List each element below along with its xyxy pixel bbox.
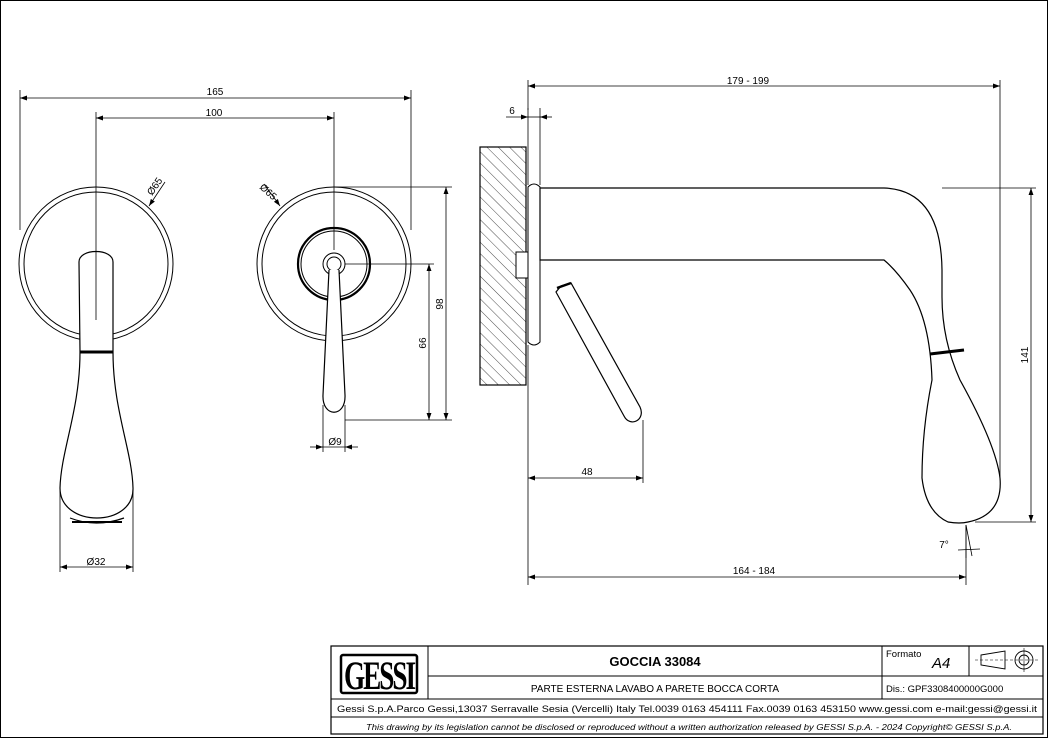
product-description: PARTE ESTERNA LAVABO A PARETE BOCCA CORT… (531, 684, 780, 695)
dim-165-text: 165 (207, 87, 224, 98)
spout-body (59, 250, 134, 519)
format-label: Formato (886, 649, 921, 660)
dim-d32-text: Ø32 (87, 557, 106, 568)
lever-handle (322, 269, 346, 413)
dimension-lines (19, 80, 1036, 585)
dim-98-text: 98 (435, 298, 446, 310)
side-lever (555, 282, 642, 423)
dim-d65-left-leader (148, 181, 166, 207)
first-angle-projection-icon (975, 648, 1040, 672)
lever-hub-inner (326, 256, 342, 272)
dim-100-text: 100 (206, 108, 223, 119)
gessi-logo: GESSI (339, 653, 419, 698)
dim-d65-left-text: Ø65 (145, 176, 165, 198)
format-value: A4 (931, 655, 950, 672)
side-spout (539, 187, 1001, 524)
company-address: Gessi S.p.A.Parco Gessi,13037 Serravalle… (337, 704, 1037, 715)
dim-d9-text: Ø9 (328, 437, 342, 448)
side-rosette (527, 183, 541, 346)
dim-66-text: 66 (418, 337, 429, 349)
title-block (330, 645, 1044, 735)
dim-7deg-arc (957, 548, 981, 551)
dim-141-text: 141 (1020, 346, 1031, 363)
drawing-number: Dis.: GPF3308400000G000 (886, 684, 1003, 695)
side-view (479, 146, 1001, 524)
legal-notice: This drawing by its legislation cannot b… (366, 723, 1012, 732)
side-hub (515, 251, 529, 279)
dim-6-text: 6 (509, 106, 515, 117)
dim-48-text: 48 (581, 467, 593, 478)
side-spout-joint (929, 348, 965, 356)
dim-179-199-text: 179 - 199 (727, 76, 770, 87)
dim-164-184-text: 164 - 184 (733, 566, 776, 577)
product-title: GOCCIA 33084 (609, 654, 701, 669)
logo-text: GESSI (344, 653, 416, 698)
dim-7deg-text: 7° (939, 540, 949, 551)
dim-d65-right-leader (263, 183, 281, 207)
